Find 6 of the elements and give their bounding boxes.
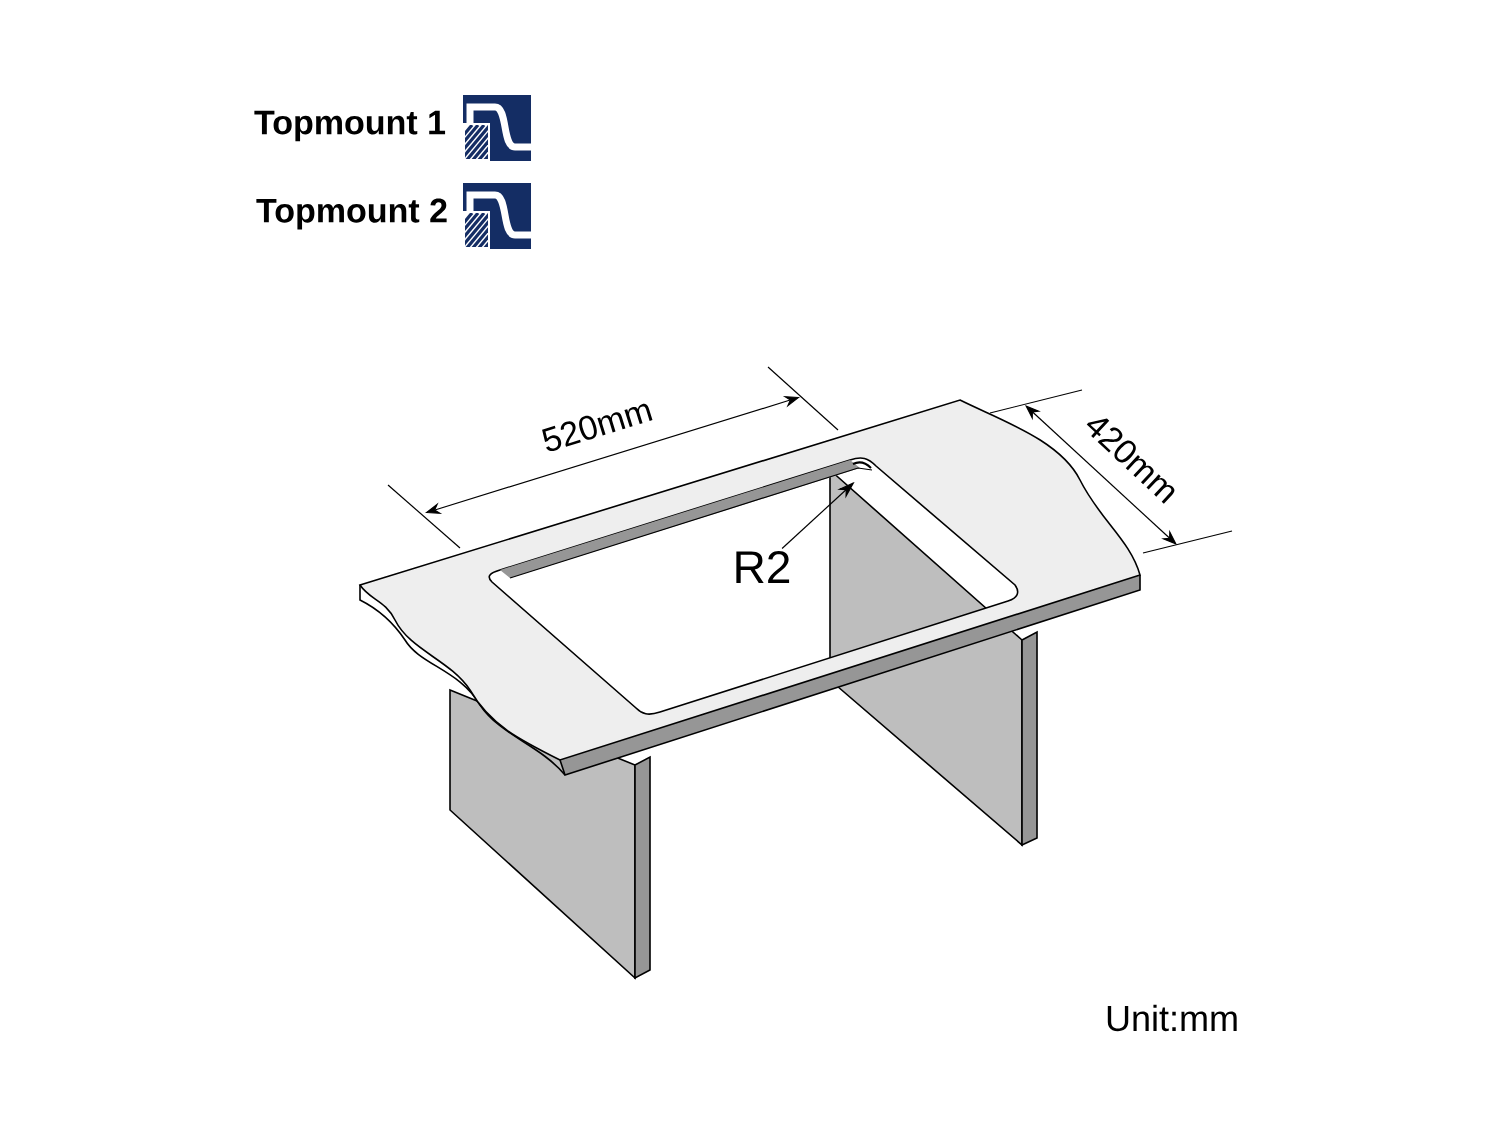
mounting-type-label: Topmount 1	[254, 110, 446, 142]
callout-label: R2	[736, 550, 790, 584]
mounting-type-label: Topmount 2	[256, 198, 447, 230]
rounded-corner	[852, 461, 872, 469]
dimension-label: 520mm	[542, 403, 653, 452]
unit-note: Unit:mm	[1107, 1004, 1237, 1032]
